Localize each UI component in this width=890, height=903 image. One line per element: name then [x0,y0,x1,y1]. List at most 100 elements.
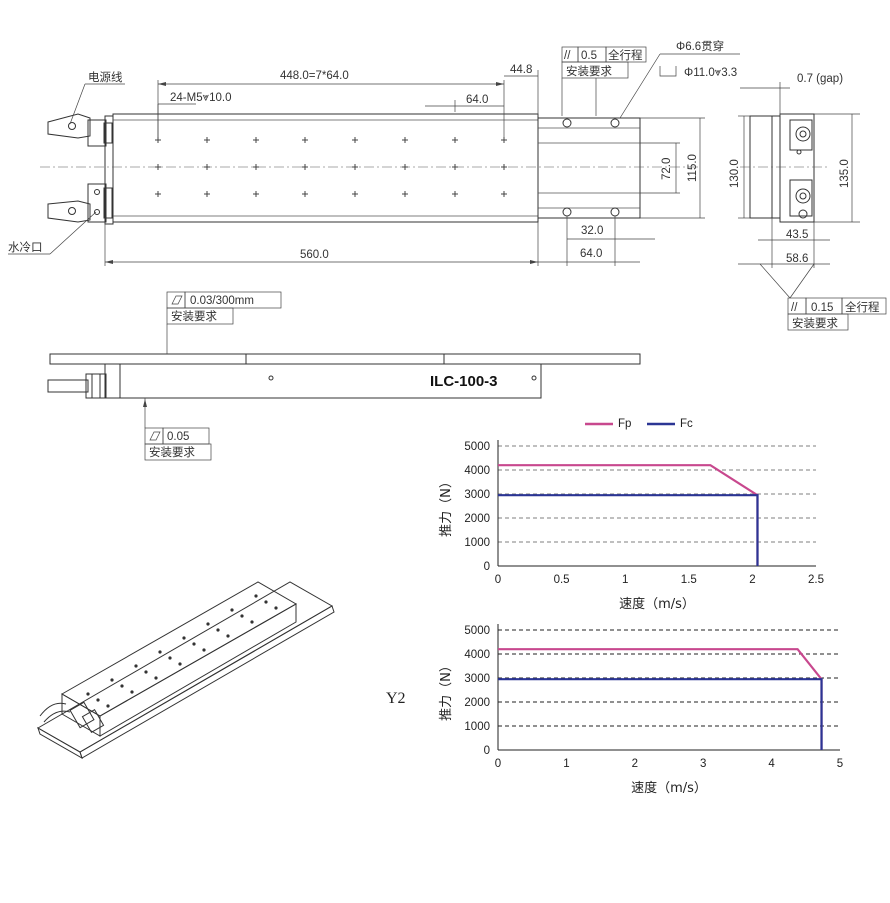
water-cable [47,200,91,223]
hole-dia: Φ6.6贯穿 [676,39,724,53]
flatness-2-req: 安装要求 [149,445,195,459]
iso-hole [254,594,258,598]
iso-hole [250,620,254,624]
y-tick-label: 1000 [464,537,490,549]
mover-body [112,113,539,223]
side-view: 0.7 (gap) 130.0 135.0 43.5 58.6 // 0.15 … [729,73,887,331]
parallel-icon: // [564,50,571,62]
water-connector [87,183,107,223]
mount-hole-cross [204,137,210,143]
flatness-1: 0.03/300mm [190,295,254,307]
iso-mover-top [60,581,298,717]
iso-hole [264,600,268,604]
label-water-port: 水冷口 [8,241,43,254]
x-tick-label: 2.5 [808,574,824,586]
mount-hole [562,207,572,217]
legend-label: Fc [680,418,693,430]
iso-hole [86,692,90,696]
par-span: 全行程 [608,48,643,62]
hole-grid [155,137,507,197]
x-axis-label: 速度（m/s） [631,780,707,796]
y-tick-label: 1000 [464,721,490,733]
side-par-val: 0.15 [811,302,833,314]
mount-hole-cross [452,137,458,143]
y-tick-label: 0 [484,561,490,573]
y-axis-label: 推力（N） [439,659,454,721]
y-tick-label: 4000 [464,465,490,477]
iso-hole [226,634,230,638]
x-tick-label: 5 [837,758,843,770]
port-hole [94,189,100,195]
x-tick-label: 4 [768,758,775,770]
dim-560: 560.0 [300,249,329,261]
parallel-icon: // [791,302,798,314]
iso-hole [274,606,278,610]
iso-hole [96,698,100,702]
mount-hole-cross [253,191,259,197]
y-tick-label: 3000 [464,673,490,685]
mount-hole-cross [352,191,358,197]
y-tick-label: 2000 [464,697,490,709]
flatness-1-req: 安装要求 [171,309,217,323]
iso-hole [182,636,186,640]
mount-hole-cross [352,164,358,170]
mount-hole-cross [253,164,259,170]
connector-nut [103,187,113,219]
iso-hole [192,642,196,646]
x-tick-label: 0 [495,758,501,770]
dim-115: 115.0 [687,154,699,182]
x-tick-label: 0 [495,574,501,586]
mount-hole-cross [302,191,308,197]
iso-hole [216,628,220,632]
dim-130: 130.0 [729,159,741,188]
iso-hole [134,664,138,668]
top-view: 448.0=7*64.0 44.8 24-M5⩔10.0 64.0 72.0 1… [8,39,740,266]
y-tick-label: 5000 [464,625,490,637]
y-tick-label: 5000 [464,441,490,453]
mount-hole-cross [501,164,507,170]
x-axis-label: 速度（m/s） [619,596,695,612]
series-line-fc [498,678,823,750]
y-tick-label: 2000 [464,513,490,525]
mount-hole-cross [253,137,259,143]
mount-hole-cross [352,137,358,143]
mount-hole-cross [155,164,161,170]
label-power-cable: 电源线 [88,70,123,84]
model-label: ILC-100-3 [430,373,498,390]
iso-hole [106,704,110,708]
dim-448: 448.0=7*64.0 [280,70,349,82]
iso-hole [240,614,244,618]
legend-label: Fp [618,418,631,430]
x-tick-label: 3 [700,758,706,770]
dim-135: 135.0 [839,159,851,188]
cbore: Φ11.0⩔3.3 [684,67,737,79]
mount-hole-cross [302,137,308,143]
iso-hole [202,648,206,652]
dim-72: 72.0 [661,158,673,180]
mount-hole-cross [204,164,210,170]
iso-hole [206,622,210,626]
dim-44-8: 44.8 [510,64,532,76]
flatness-2: 0.05 [167,431,189,443]
series-line-fp [498,464,759,566]
mount-hole-cross [402,164,408,170]
mount-hole-cross [302,164,308,170]
cable-bolt [68,207,76,215]
dim-58-6: 58.6 [786,253,808,265]
series-line-fp [498,648,823,750]
mount-hole [562,118,572,128]
mount-hole [610,118,620,128]
dim-64: 64.0 [466,94,488,106]
connector-nut [103,122,113,144]
y-axis-label: 推力（N） [439,475,454,537]
y2-label: Y2 [386,690,406,707]
iso-hole [168,656,172,660]
iso-hole [154,676,158,680]
x-tick-label: 2 [632,758,638,770]
mount-hole-cross [155,191,161,197]
iso-hole [144,670,148,674]
power-cable [47,113,91,139]
